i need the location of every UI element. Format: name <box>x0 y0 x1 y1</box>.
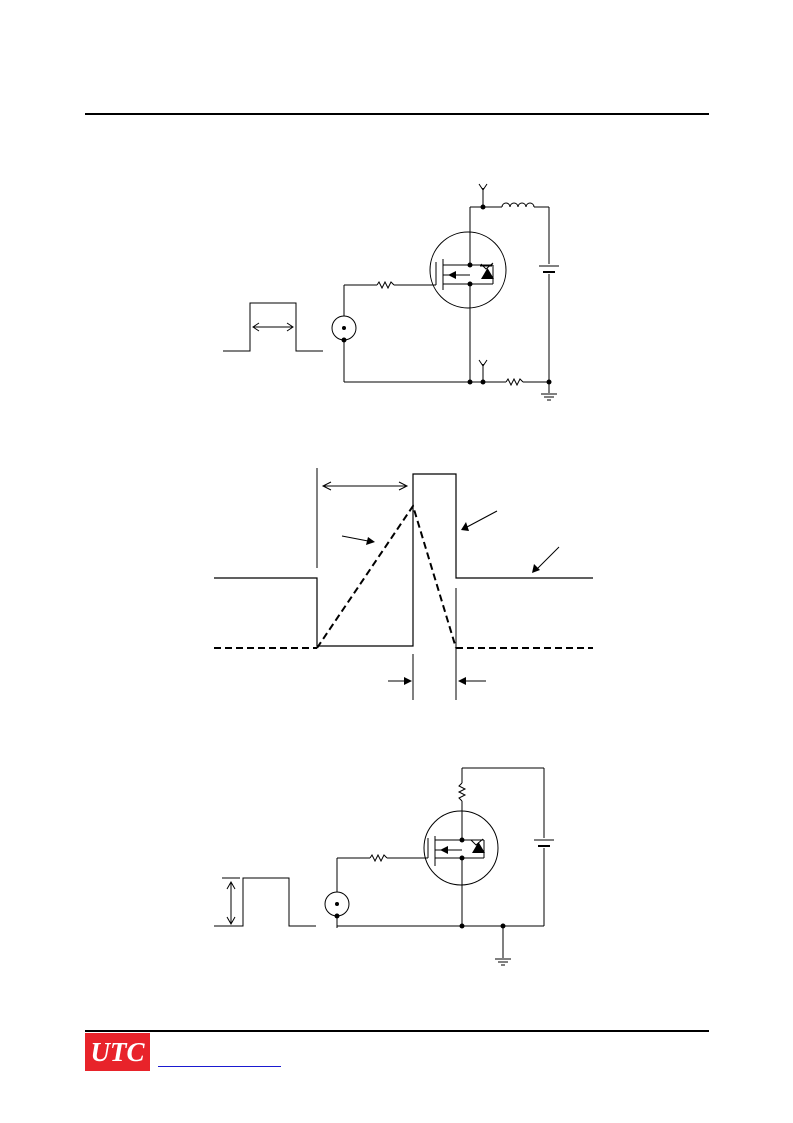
switching-waveforms <box>214 468 593 700</box>
pointer-arrow-pulse <box>466 510 498 528</box>
load-resistor <box>457 782 467 802</box>
test-circuit-1 <box>223 183 559 401</box>
dashed-triangle <box>316 503 457 649</box>
input-pulse-waveform <box>223 302 323 352</box>
inductor <box>501 202 535 208</box>
body-diode <box>481 268 494 279</box>
pointer-arrow-level <box>536 546 560 570</box>
body-diode <box>472 842 485 853</box>
mosfet-body <box>429 231 507 309</box>
test-circuit-2 <box>214 767 554 966</box>
probe-tap-bottom <box>478 359 488 367</box>
footer-rule <box>85 1030 709 1032</box>
gate-pulse-waveform <box>214 473 593 647</box>
sense-resistor <box>505 377 524 387</box>
gate-resistor <box>376 280 395 290</box>
logo-text: UTC <box>90 1036 145 1067</box>
mosfet-body <box>423 810 499 886</box>
website-link[interactable] <box>158 1052 281 1067</box>
gate-resistor <box>369 853 388 863</box>
probe-tap-top <box>478 183 488 191</box>
header-rule <box>85 113 709 115</box>
utc-logo: UTC <box>85 1033 150 1071</box>
input-pulse-waveform <box>214 877 316 927</box>
pointer-arrow-ramp <box>341 535 369 542</box>
